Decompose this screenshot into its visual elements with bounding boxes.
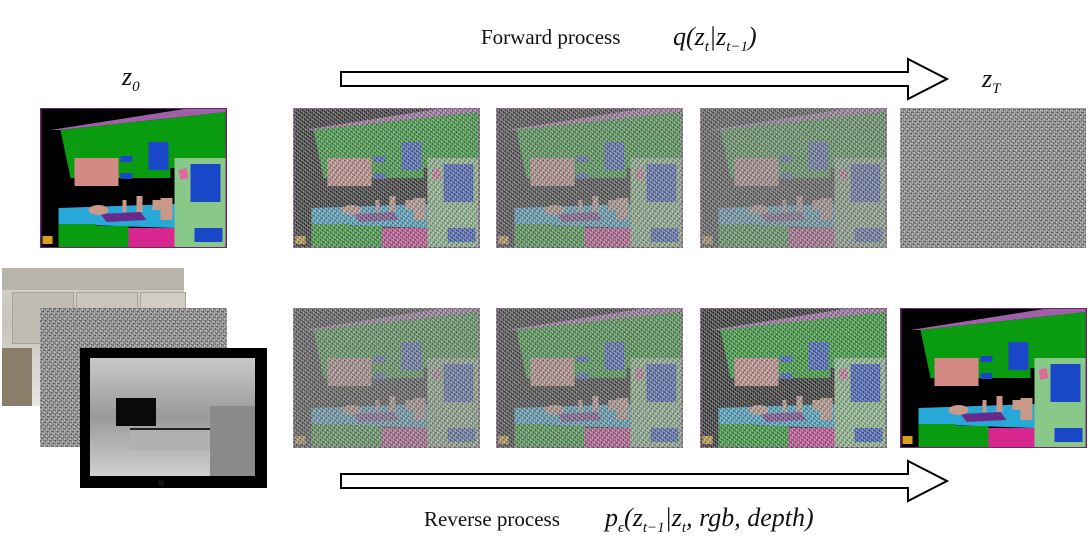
z0-sub: 0: [132, 79, 140, 96]
zT-noise-image: [900, 108, 1086, 248]
reverse-step-1-image: [293, 308, 480, 448]
reverse-formula-sub: t: [681, 520, 687, 537]
noise-overlay: [293, 308, 480, 448]
reverse-arrow: [340, 459, 950, 503]
noise-overlay: [700, 308, 887, 448]
forward-formula-part: ): [748, 22, 757, 51]
forward-step-2-image: [496, 108, 683, 248]
depth-hole: [116, 398, 156, 426]
forward-step-3-image: [700, 108, 887, 248]
forward-formula-part: |z: [708, 22, 727, 51]
depth-image: [80, 348, 267, 488]
segmentation-scene: [900, 308, 1087, 448]
forward-arrow: [340, 57, 950, 101]
z0-label: z0: [122, 62, 140, 96]
reverse-formula-sub: t−1: [642, 520, 665, 537]
reverse-formula: pϵ(zt−1|zt, rgb, depth): [605, 503, 814, 537]
z0-segmentation-image: [40, 108, 227, 248]
zT-letter: z: [982, 64, 993, 93]
z0-letter: z: [122, 62, 133, 91]
depth-speck: [158, 480, 164, 486]
reverse-step-3-image: [700, 308, 887, 448]
segmentation-scene: [40, 108, 227, 248]
noise-overlay: [700, 108, 887, 248]
forward-formula-sub: t: [704, 39, 709, 56]
forward-formula: q(zt|zt−1): [673, 22, 757, 56]
reverse-formula-sub: ϵ: [618, 520, 625, 537]
reverse-formula-part: |z: [664, 503, 682, 532]
forward-step-1-image: [293, 108, 480, 248]
reverse-formula-part: (z: [624, 503, 643, 532]
depth-counter: [130, 428, 210, 450]
reverse-final-segmentation-image: [900, 308, 1087, 448]
reverse-step-2-image: [496, 308, 683, 448]
depth-fridge: [210, 406, 255, 476]
zT-sub: T: [992, 81, 1001, 98]
forward-process-label: Forward process: [481, 25, 621, 49]
reverse-process-label: Reverse process: [424, 507, 560, 531]
noise-overlay: [496, 108, 683, 248]
rgb-object: [2, 348, 32, 406]
forward-formula-part: q(z: [673, 22, 705, 51]
zT-label: zT: [982, 64, 1000, 98]
reverse-formula-part: p: [605, 503, 618, 532]
noise-overlay: [293, 108, 480, 248]
rgb-ceiling: [2, 268, 184, 290]
forward-formula-sub: t−1: [726, 39, 749, 56]
noise-overlay: [496, 308, 683, 448]
reverse-formula-part: , rgb, depth): [686, 503, 814, 532]
